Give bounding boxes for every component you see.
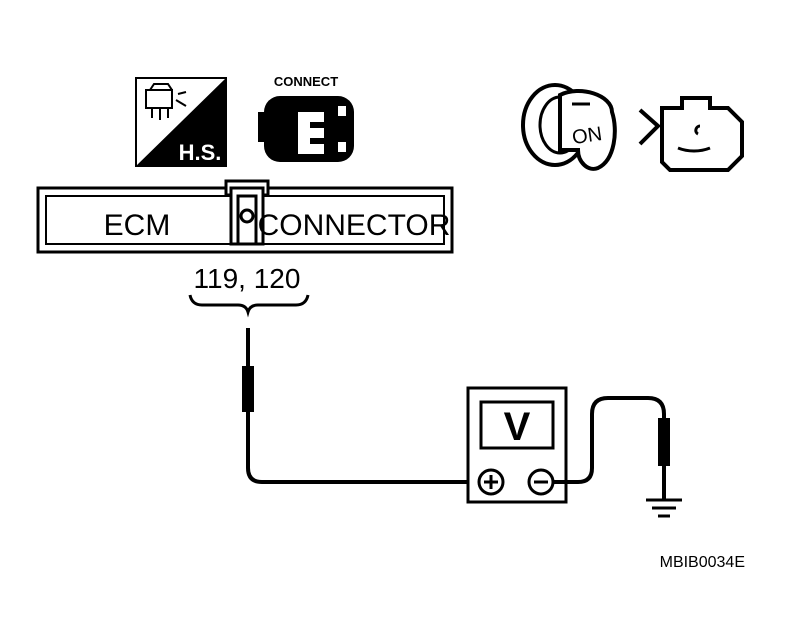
connector-lock-tab bbox=[239, 208, 255, 224]
voltmeter-unit: V bbox=[504, 405, 531, 449]
hs-label: H.S. bbox=[179, 140, 222, 165]
connect-icon: CONNECT bbox=[258, 74, 354, 162]
ecm-label: ECM bbox=[104, 209, 171, 242]
positive-test-lead bbox=[242, 328, 478, 484]
terminal-numbers: 119, 120 bbox=[194, 263, 301, 294]
connect-label: CONNECT bbox=[274, 74, 338, 89]
negative-test-lead bbox=[553, 396, 670, 500]
ground-symbol bbox=[646, 498, 682, 518]
positive-probe bbox=[242, 366, 254, 412]
ecm-connector: ECM CONNECTOR bbox=[36, 179, 454, 254]
hs-tool-icon: H.S. bbox=[135, 77, 227, 167]
terminal-bracket bbox=[188, 294, 310, 318]
engine-icon bbox=[638, 96, 744, 172]
voltmeter-display bbox=[479, 400, 555, 450]
voltmeter: V bbox=[466, 386, 568, 504]
figure-code: MBIB0034E bbox=[660, 554, 745, 571]
ignition-on-label: ON bbox=[571, 123, 604, 149]
negative-probe bbox=[658, 418, 670, 466]
ignition-on-icon: ON bbox=[521, 83, 617, 171]
connector-label: CONNECTOR bbox=[258, 209, 451, 242]
harness-tool-icon bbox=[145, 83, 187, 120]
